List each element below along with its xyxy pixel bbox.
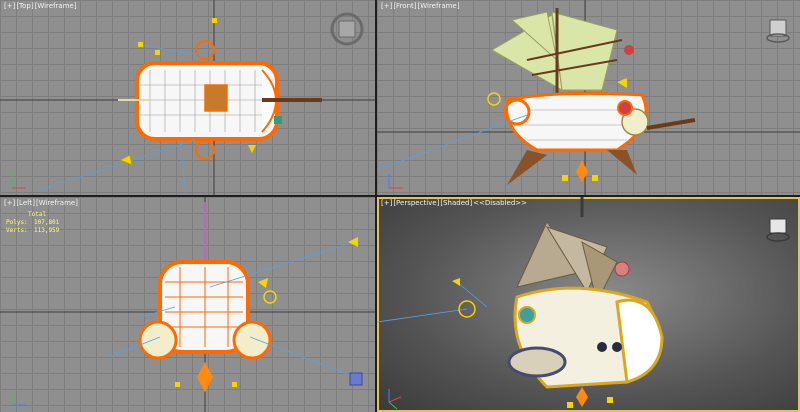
viewport-label-top[interactable]: [+][Top][Wireframe] <box>4 2 78 10</box>
view-cube-icon[interactable] <box>765 16 791 44</box>
viewport-view-name[interactable]: [Top] <box>16 2 34 10</box>
top-view-scene <box>0 0 375 195</box>
viewport-menu-plus[interactable]: [+] <box>4 2 16 10</box>
perspective-view-scene <box>377 197 664 410</box>
axis-tripod-icon <box>388 389 402 410</box>
polys-label: Polys: <box>6 219 28 226</box>
verts-value: 113,959 <box>34 227 60 234</box>
view-cube-icon[interactable] <box>330 12 364 46</box>
polys-value: 107,801 <box>34 219 60 226</box>
axis-tripod-icon <box>11 391 26 406</box>
viewport-left[interactable]: [+][Left][Wireframe] Total Polys: 107,801… <box>0 197 375 412</box>
scene-statistics: Total Polys: 107,801 Verts: 113,959 <box>6 211 59 235</box>
verts-label: Verts: <box>6 227 28 234</box>
front-view-scene <box>377 0 800 195</box>
viewport-top[interactable]: [+][Top][Wireframe] <box>0 0 375 195</box>
viewport-view-name[interactable]: [Perspective] <box>393 199 440 207</box>
viewport-shading-mode[interactable]: [Shaded] <box>440 199 473 207</box>
viewport-view-name[interactable]: [Left] <box>16 199 35 207</box>
viewport-menu-plus[interactable]: [+] <box>381 199 393 207</box>
axis-tripod-icon <box>388 174 403 189</box>
viewport-shading-mode[interactable]: [Wireframe] <box>34 2 77 10</box>
viewport-view-name[interactable]: [Front] <box>393 2 417 10</box>
viewport-label-front[interactable]: [+][Front][Wireframe] <box>381 2 460 10</box>
ship-hull-wireframe <box>158 260 250 354</box>
axis-tripod-icon <box>11 174 26 189</box>
view-cube-icon[interactable] <box>765 215 791 243</box>
viewport-perspective[interactable]: [+][Perspective][Shaded]<<Disabled>> <box>377 197 800 412</box>
viewport-shading-mode[interactable]: [Wireframe] <box>417 2 460 10</box>
viewport-menu-plus[interactable]: [+] <box>381 2 393 10</box>
viewport-label-perspective[interactable]: [+][Perspective][Shaded]<<Disabled>> <box>381 199 528 207</box>
viewport-front[interactable]: [+][Front][Wireframe] <box>377 0 800 195</box>
viewport-shading-mode[interactable]: [Wireframe] <box>35 199 78 207</box>
viewport-render-status[interactable]: <<Disabled>> <box>473 199 528 207</box>
viewport-label-left[interactable]: [+][Left][Wireframe] <box>4 199 79 207</box>
stats-header: Total <box>28 211 47 218</box>
viewport-menu-plus[interactable]: [+] <box>4 199 16 207</box>
left-view-scene <box>0 197 375 412</box>
